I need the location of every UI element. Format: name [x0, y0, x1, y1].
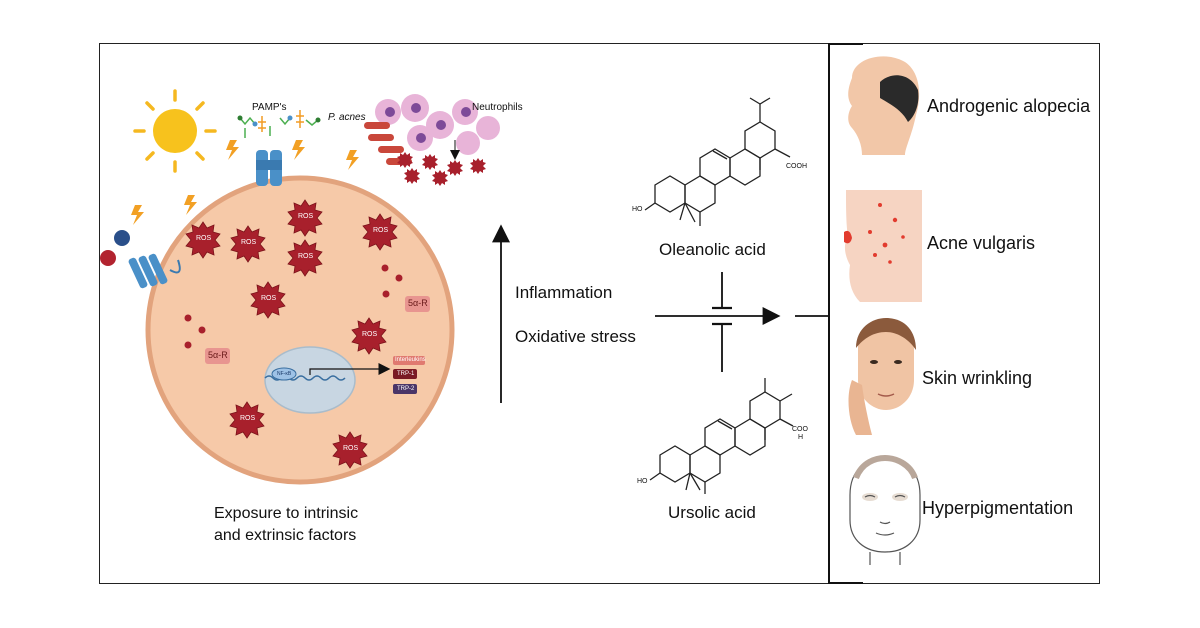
oleanolic-acid-structure-icon [644, 97, 791, 226]
ho-label: HO [637, 478, 648, 485]
receptor-channel-icon [256, 150, 282, 186]
ros-label: ROS [241, 239, 257, 246]
condition-androgenic-alopecia: Androgenic alopecia [927, 96, 1091, 116]
bald-head-icon [848, 56, 920, 155]
condition-skin-wrinkling: Skin wrinkling [922, 368, 1033, 388]
ros-label: ROS [298, 213, 314, 220]
nfkb-label: NF-κB [277, 371, 292, 377]
ursolic-acid-label: Ursolic acid [668, 503, 756, 522]
inflammation-label: Inflammation [515, 283, 613, 302]
ros-label: ROS [373, 227, 389, 234]
pamps-label: PAMP's [252, 102, 287, 113]
skin-cell [145, 175, 455, 485]
interleukins-label: Interleukins [395, 357, 426, 363]
cooh-label: COOH [786, 163, 807, 170]
pigmented-face-icon [849, 454, 921, 565]
pamps-molecules-icon [237, 110, 321, 138]
ros-label: ROS [343, 445, 359, 452]
trp1-label: TRP-1 [397, 371, 415, 377]
ros-label: ROS [362, 331, 378, 338]
coo-label: COO [792, 426, 808, 433]
h-label: H [798, 434, 804, 441]
ursolic-acid-structure-icon [649, 378, 794, 494]
exposure-caption: Exposure to intrinsic and extrinsic fact… [214, 503, 358, 547]
sun-icon [133, 89, 217, 173]
condition-acne-vulgaris: Acne vulgaris [927, 233, 1036, 253]
ho-label: HO [632, 206, 643, 213]
ros-label: ROS [196, 235, 212, 242]
exposure-line-2: and extrinsic factors [214, 527, 357, 544]
neutrophils-label: Neutrophils [472, 102, 523, 113]
figure-frame [99, 43, 1100, 584]
trp2-label: TRP-2 [397, 386, 415, 392]
exposure-line-1: Exposure to intrinsic [214, 505, 359, 522]
neutrophils-cluster-icon [364, 94, 500, 165]
five-alpha-reductase-label: 5α-R [208, 350, 228, 360]
acne-skin-icon [844, 190, 922, 302]
five-alpha-reductase-label: 5α-R [408, 298, 428, 308]
oleanolic-acid-label: Oleanolic acid [659, 240, 766, 259]
pacnes-label: P. acnes [328, 112, 366, 123]
ros-label: ROS [298, 253, 314, 260]
ros-label: ROS [261, 295, 277, 302]
gpcr-receptor-icon [100, 230, 181, 289]
oxidative-stress-label: Oxidative stress [515, 327, 636, 346]
conditions-bracket [828, 43, 863, 584]
condition-hyperpigmentation: Hyperpigmentation [922, 498, 1074, 518]
aging-face-icon [848, 318, 916, 435]
ros-label: ROS [240, 415, 256, 422]
